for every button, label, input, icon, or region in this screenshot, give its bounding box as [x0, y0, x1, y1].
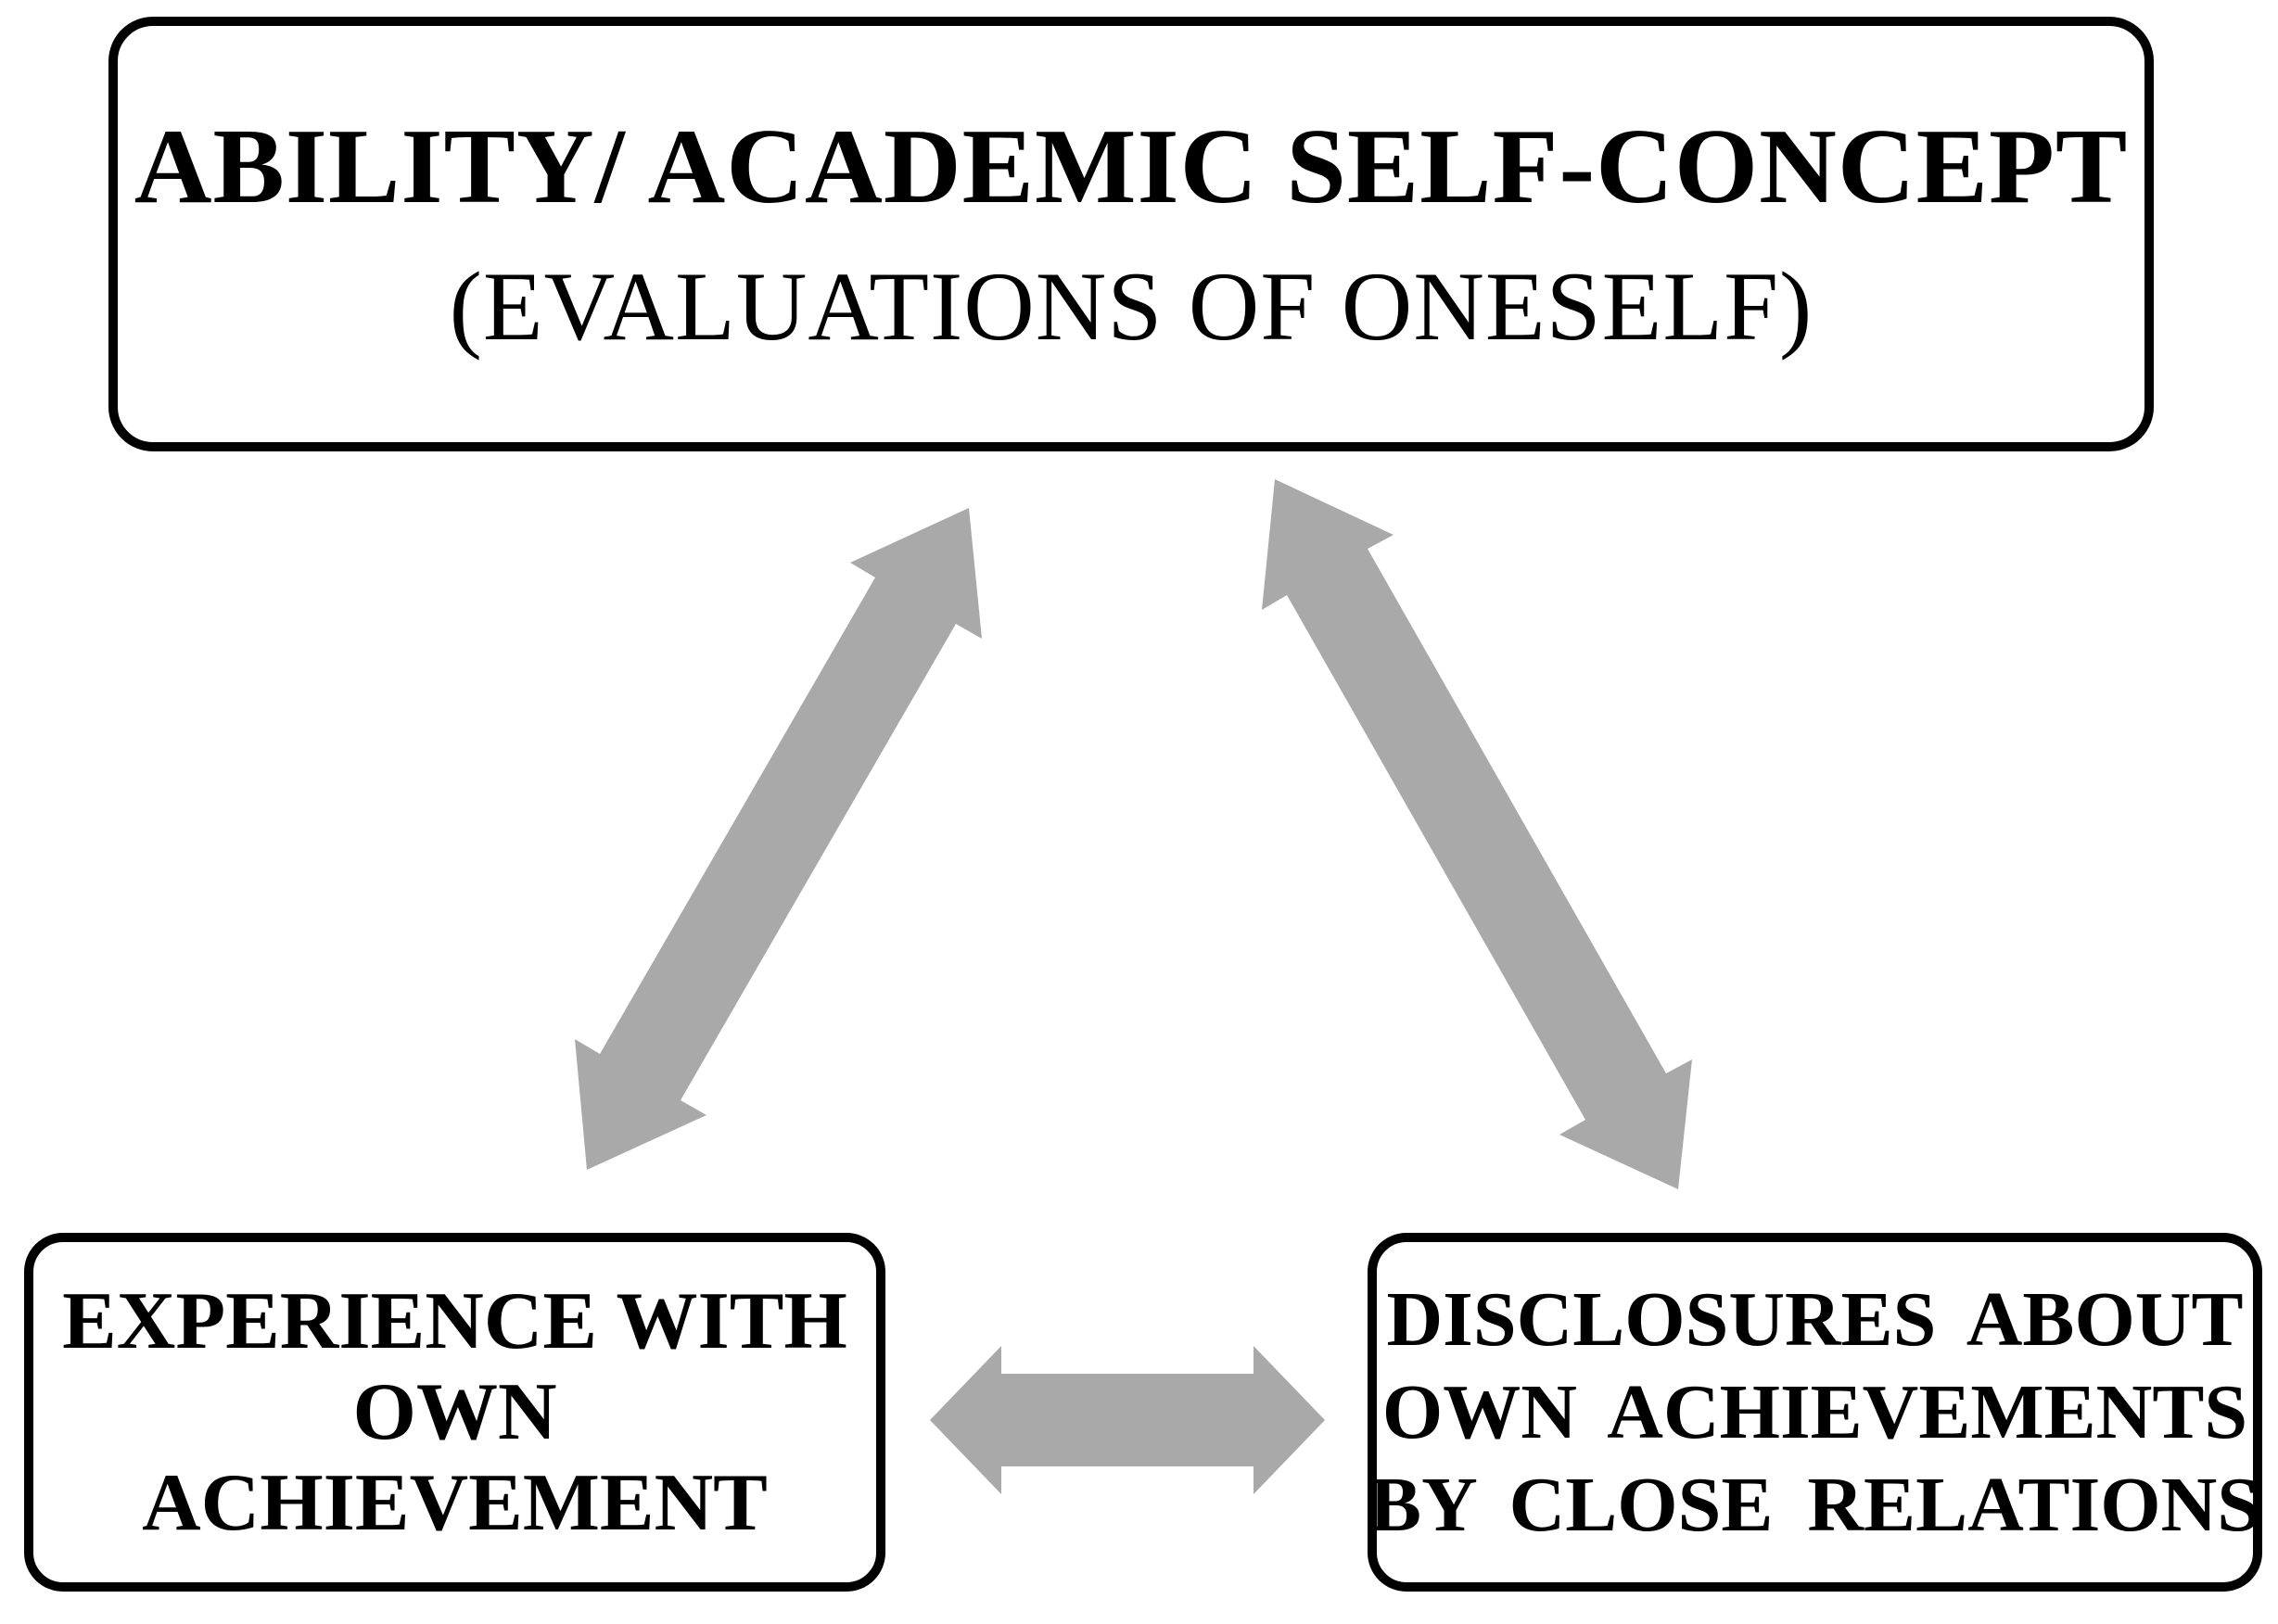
- arrow-selfconcept-disclosures: [1262, 479, 1692, 1189]
- experience-box-line: OWN: [352, 1366, 557, 1457]
- disclosures-box-line: BY CLOSE RELATIONS: [1369, 1461, 2260, 1548]
- box-experience-with-own-achievement: EXPERIENCE WITH OWN ACHIEVEMENT: [24, 1233, 885, 1592]
- arrow-experience-disclosures: [930, 1346, 1325, 1494]
- ability-self-concept-subtitle: (EVALUATIONS OF ONESELF): [449, 251, 1813, 361]
- disclosures-box-line: OWN ACHIEVEMENTS: [1381, 1368, 2248, 1455]
- experience-box-line: ACHIEVEMENT: [142, 1457, 768, 1548]
- experience-box-line: EXPERIENCE WITH: [62, 1275, 847, 1366]
- arrow-selfconcept-experience: [575, 508, 982, 1170]
- disclosures-box-line: DISCLOSURES ABOUT: [1386, 1275, 2244, 1363]
- box-disclosures-by-close-relations: DISCLOSURES ABOUT OWN ACHIEVEMENTS BY CL…: [1368, 1233, 2262, 1592]
- box-ability-academic-self-concept: ABILITY/ ACADEMIC SELF-CONCEPT (EVALUATI…: [108, 17, 2154, 451]
- ability-self-concept-title: ABILITY/ ACADEMIC SELF-CONCEPT: [134, 107, 2129, 226]
